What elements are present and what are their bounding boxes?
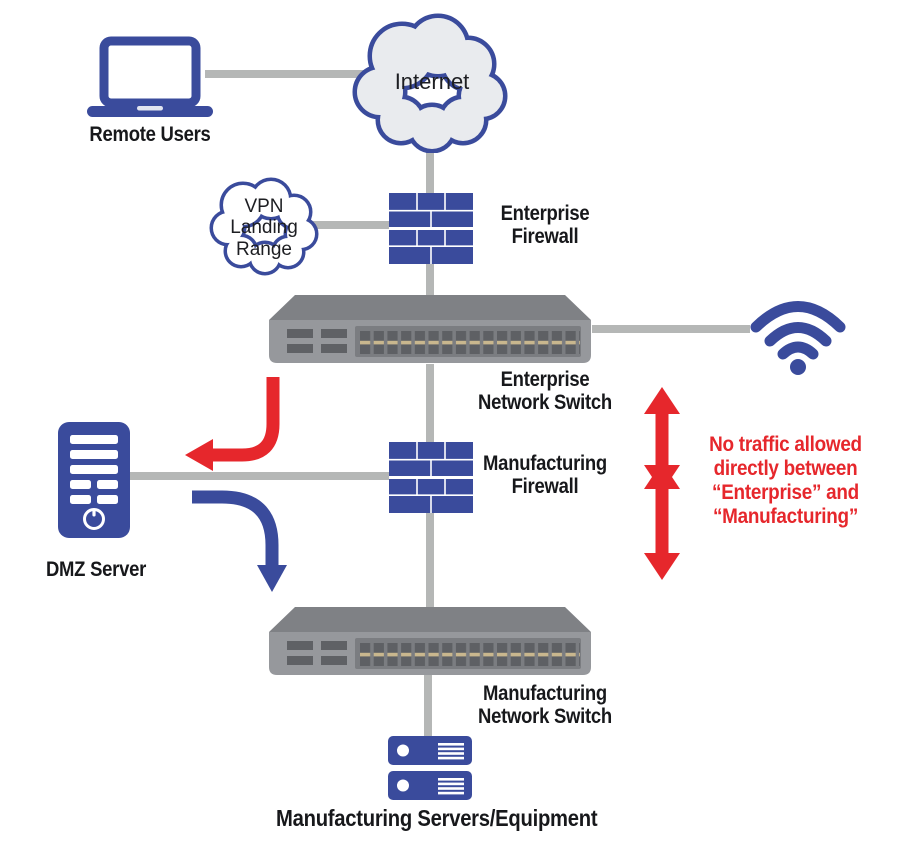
no-traffic-arrow bbox=[644, 387, 680, 580]
firewall-brick-icon bbox=[389, 193, 473, 264]
vpn-node: VPN Landing Range bbox=[208, 176, 320, 280]
red-curved-arrow bbox=[185, 377, 280, 471]
remote-users-label: Remote Users bbox=[89, 123, 211, 146]
enterprise-firewall-label: Enterprise Firewall bbox=[500, 202, 590, 249]
manufacturing-switch-label: Manufacturing Network Switch bbox=[478, 682, 612, 729]
internet-node: Internet bbox=[352, 8, 512, 154]
manufacturing-switch-node bbox=[267, 606, 593, 676]
vpn-label: VPN Landing Range bbox=[230, 196, 298, 260]
manufacturing-firewall-label: Manufacturing Firewall bbox=[483, 452, 607, 499]
enterprise-switch-node bbox=[267, 294, 593, 364]
enterprise-firewall-node bbox=[389, 193, 473, 264]
manufacturing-firewall-node bbox=[389, 442, 473, 513]
network-switch-icon bbox=[269, 607, 591, 675]
no-traffic-annotation: No traffic allowed directly between “Ent… bbox=[709, 433, 862, 529]
dmz-server-node bbox=[58, 422, 130, 538]
wireless-node bbox=[748, 282, 848, 377]
wifi-icon bbox=[750, 301, 846, 375]
server-tower-icon bbox=[58, 422, 130, 538]
manufacturing-servers-label: Manufacturing Servers/Equipment bbox=[276, 805, 598, 831]
network-switch-icon bbox=[269, 295, 591, 363]
internet-label: Internet bbox=[394, 69, 470, 95]
blue-curved-arrow bbox=[192, 490, 287, 592]
laptop-icon bbox=[87, 36, 213, 117]
rack-servers-icon bbox=[388, 736, 472, 800]
manufacturing-servers-node bbox=[388, 736, 472, 802]
vpn-cloud-icon bbox=[209, 177, 319, 276]
internet-cloud-icon bbox=[352, 13, 508, 154]
dmz-server-label: DMZ Server bbox=[45, 558, 147, 581]
firewall-brick-icon bbox=[389, 442, 473, 513]
enterprise-switch-label: Enterprise Network Switch bbox=[478, 368, 612, 415]
remote-users-node bbox=[85, 36, 215, 120]
